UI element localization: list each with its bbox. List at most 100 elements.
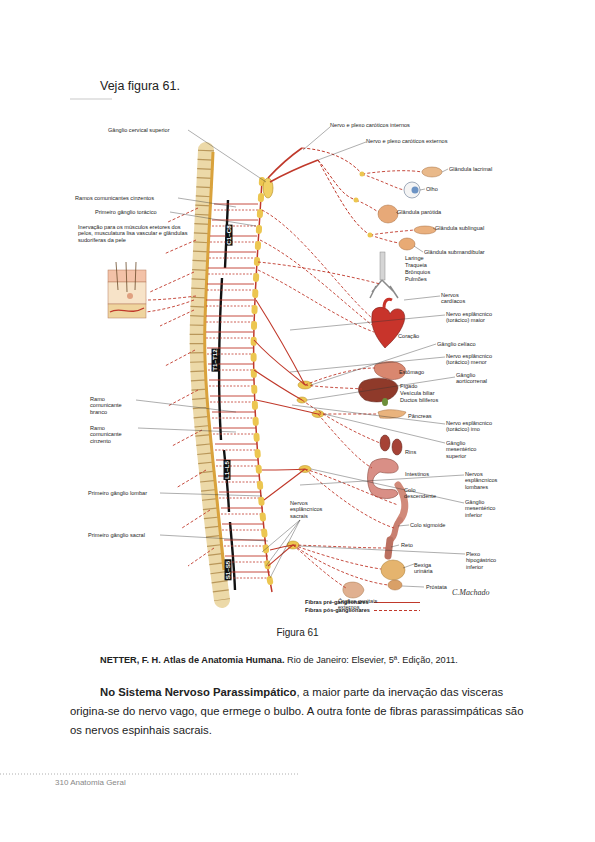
part-label: Nervo e plexo caróticos internos: [330, 122, 410, 128]
part-label: Primeiro gânglio torácico: [95, 209, 157, 215]
sweat-gland: [127, 293, 133, 299]
part-label: Glândula sublingual: [435, 225, 484, 231]
carotid-nerves: [268, 148, 318, 182]
legend-text: Fibras pós-ganglionares: [305, 607, 370, 613]
part-label: Colo descendente: [404, 487, 436, 500]
part-label: Pâncreas: [408, 413, 432, 419]
lacrimal-gland: [422, 167, 442, 177]
part-label: Colo sigmoide: [410, 522, 445, 528]
rectum: [388, 540, 390, 556]
legend-sample: [374, 602, 420, 603]
leader-line: [262, 520, 300, 578]
part-label: Inervação para os músculos eretores dos …: [78, 224, 190, 243]
skin-nerves: [146, 296, 196, 312]
header-rule: [70, 99, 112, 100]
descending-colon: [398, 485, 405, 520]
part-label: Reto: [401, 542, 413, 548]
part-label: Nervo esplâncnico (torácico) maior: [446, 311, 498, 324]
reference-text: NETTER, F. H.: [100, 655, 161, 665]
reference-text: NETTER, F. H.Atlas de Anatomia Humana.Ri…: [100, 655, 570, 667]
part-label: Primeiro gânglio sacral: [88, 532, 145, 538]
segment-bracket: [219, 278, 222, 440]
legend-row: Fibras pré-ganglionares: [305, 599, 369, 605]
part-label: Traqueia: [405, 262, 427, 268]
part-label: Fígado: [400, 383, 417, 389]
segment-brackets: [219, 200, 235, 590]
part-label: Plexo hipogástrico inferior: [466, 551, 506, 570]
eye: [404, 182, 420, 198]
footer-rule: [0, 774, 300, 775]
liver: [358, 378, 398, 402]
sympathetic-trunk: [254, 180, 272, 592]
kidney: [380, 435, 390, 451]
page-footer: 310 Anatomia Geral: [55, 779, 126, 788]
part-label: Olho: [426, 186, 438, 192]
intro-text: Veja figura 61.: [100, 79, 180, 93]
cardiac-nerves: [258, 210, 380, 332]
head-ganglion: [354, 198, 359, 203]
skin-block: [108, 262, 146, 318]
part-label: Estômago: [399, 369, 424, 375]
part-label: Laringe: [405, 255, 424, 261]
skin-layer: [108, 304, 146, 318]
legend-text: Fibras pré-ganglionares: [305, 599, 369, 605]
intestines: [368, 459, 399, 499]
part-label: Coração: [398, 333, 419, 339]
part-label: Ramos comunicantes cinzentos: [75, 195, 154, 201]
part-label: Rins: [405, 449, 416, 455]
splanchnic-nerves: [254, 300, 318, 566]
part-label: Nervo esplâncnico (torácico) menor: [446, 353, 498, 366]
trachea: [380, 252, 385, 280]
iris: [412, 187, 419, 194]
part-label: Gânglio celíaco: [437, 341, 476, 347]
spinal-cord: [205, 152, 224, 570]
bladder: [381, 560, 405, 580]
part-label: Glândula submandibular: [424, 249, 485, 255]
prevertebral-ganglia: [287, 381, 324, 549]
body-text-bold: No Sistema Nervoso Parassimpático: [100, 686, 297, 698]
leader-lines: [136, 127, 465, 587]
figure-caption: Figura 61: [0, 627, 595, 638]
aorta: [384, 299, 392, 308]
part-label: Glândula parótida: [397, 209, 441, 215]
pancreas: [378, 410, 406, 419]
part-label: Intestinos: [405, 471, 429, 477]
submandibular-gland: [399, 238, 415, 250]
part-label: Nervo e plexo caróticos externos: [366, 138, 447, 144]
gallbladder: [382, 398, 388, 406]
legend-sample: [374, 610, 420, 611]
postganglionic-fibers: [293, 368, 398, 588]
spinal-nerves: [150, 208, 214, 566]
part-label: Pulmões: [405, 276, 427, 282]
part-label: Nervos cardíacos: [441, 292, 476, 305]
legend-row: Fibras pós-ganglionares: [305, 607, 370, 613]
signature: C.Machado: [452, 589, 490, 598]
part-label: Ramo comunicante cinzento: [90, 425, 138, 444]
gland-nerves: [356, 171, 422, 243]
part-label: Gânglio cervical superior: [108, 127, 170, 133]
external-genitals: [343, 582, 364, 598]
segment-label: C1–C8: [226, 224, 233, 245]
part-label: Ductos biliferos: [400, 397, 438, 403]
part-label: Glândula lacrimal: [449, 166, 492, 172]
body-paragraph: No Sistema Nervoso Parassimpático, a mai…: [70, 683, 532, 740]
segment-label: T1–T12: [212, 348, 219, 371]
parotid-gland: [378, 205, 398, 223]
part-label: Bexiga urinária: [414, 562, 444, 575]
head-ganglion: [360, 172, 365, 177]
prostate: [388, 580, 402, 590]
heart: [372, 307, 405, 348]
hair: [116, 262, 136, 292]
part-label: Nervos esplâncnicos lombares: [465, 471, 510, 490]
part-label: Gânglio mesentérico superior: [446, 440, 486, 459]
gray-rami: [206, 210, 270, 578]
part-label: Ramo comunicante branco: [90, 396, 136, 415]
part-label: Vesícula biliar: [400, 390, 435, 396]
cranial-postganglionic: [302, 148, 370, 235]
trunk-ganglia: [254, 180, 272, 592]
part-label: Gânglio mesentérico inferior: [465, 499, 507, 518]
part-label: Gânglio aorticorrenal: [456, 372, 488, 385]
part-label: Primeiro gânglio lombar: [88, 490, 147, 496]
reference-text: Atlas de Anatomia Humana.: [163, 655, 284, 665]
